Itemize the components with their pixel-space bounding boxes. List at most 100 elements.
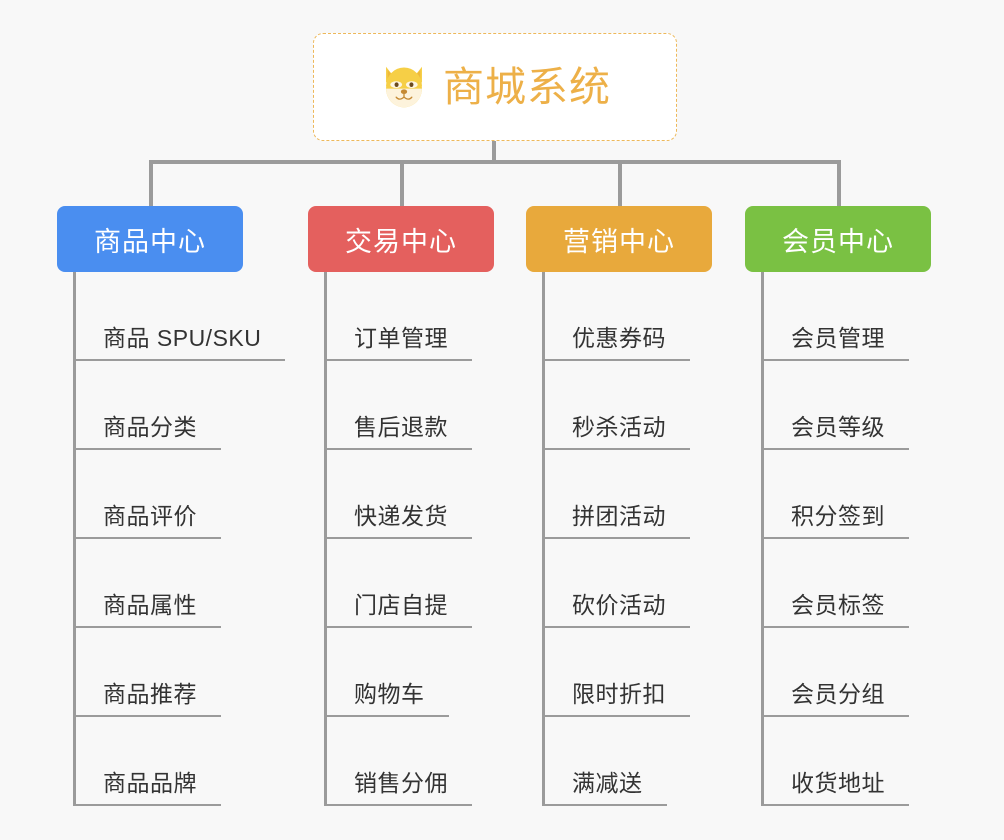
branch-header-label: 营销中心 [563, 226, 675, 257]
leaf-label: 商品推荐 [103, 681, 197, 707]
leaf-spine [73, 272, 76, 806]
leaf-item[interactable]: 商品属性 [57, 539, 243, 628]
leaf-label: 商品 SPU/SKU [103, 325, 262, 351]
branch-trade-center: 交易中心 订单管理 售后退款 快递发货 门店自提 购物车 销售分佣 [308, 206, 494, 806]
leaf-label: 快递发货 [354, 503, 448, 529]
leaf-item[interactable]: 收货地址 [745, 717, 931, 806]
leaf-label: 限时折扣 [572, 681, 666, 707]
leaf-label: 售后退款 [354, 414, 448, 440]
leaf-item[interactable]: 会员标签 [745, 539, 931, 628]
leaf-item[interactable]: 积分签到 [745, 450, 931, 539]
leaf-label: 积分签到 [791, 503, 885, 529]
leaf-item[interactable]: 商品品牌 [57, 717, 243, 806]
leaf-list-product-center: 商品 SPU/SKU 商品分类 商品评价 商品属性 商品推荐 商品品牌 [57, 272, 286, 806]
leaf-item[interactable]: 订单管理 [308, 272, 494, 361]
leaf-label: 收货地址 [791, 770, 885, 796]
leaf-underline: 售后退款 [324, 408, 472, 450]
leaf-underline: 商品推荐 [73, 675, 221, 717]
leaf-label: 销售分佣 [354, 770, 448, 796]
leaf-underline: 会员等级 [761, 408, 909, 450]
branch-header-marketing-center[interactable]: 营销中心 [526, 206, 712, 272]
branch-member-center: 会员中心 会员管理 会员等级 积分签到 会员标签 会员分组 收货地址 [745, 206, 931, 806]
leaf-underline: 积分签到 [761, 497, 909, 539]
leaf-label: 拼团活动 [572, 503, 666, 529]
branch-header-product-center[interactable]: 商品中心 [57, 206, 243, 272]
branch-header-member-center[interactable]: 会员中心 [745, 206, 931, 272]
leaf-label: 秒杀活动 [572, 414, 666, 440]
leaf-item[interactable]: 商品 SPU/SKU [57, 272, 286, 361]
leaf-underline: 秒杀活动 [542, 408, 690, 450]
leaf-spine [324, 272, 327, 806]
leaf-label: 商品评价 [103, 503, 197, 529]
branch-header-trade-center[interactable]: 交易中心 [308, 206, 494, 272]
leaf-underline: 收货地址 [761, 764, 909, 806]
branch-bus-connector [149, 160, 841, 164]
leaf-label: 优惠券码 [572, 325, 666, 351]
shiba-dog-face-icon [386, 66, 422, 108]
leaf-item[interactable]: 会员等级 [745, 361, 931, 450]
leaf-underline: 门店自提 [324, 586, 472, 628]
leaf-list-member-center: 会员管理 会员等级 积分签到 会员标签 会员分组 收货地址 [745, 272, 931, 806]
leaf-item[interactable]: 门店自提 [308, 539, 494, 628]
leaf-label: 购物车 [354, 681, 425, 707]
leaf-underline: 购物车 [324, 675, 449, 717]
leaf-list-trade-center: 订单管理 售后退款 快递发货 门店自提 购物车 销售分佣 [308, 272, 494, 806]
leaf-label: 会员等级 [791, 414, 885, 440]
root-node[interactable]: 商城系统 [313, 33, 677, 141]
branch-header-label: 商品中心 [94, 226, 206, 257]
branch-header-label: 会员中心 [782, 226, 894, 257]
leaf-underline: 会员标签 [761, 586, 909, 628]
leaf-label: 商品品牌 [103, 770, 197, 796]
leaf-spine [542, 272, 545, 806]
leaf-label: 商品分类 [103, 414, 197, 440]
leaf-underline: 会员管理 [761, 319, 909, 361]
leaf-item[interactable]: 会员分组 [745, 628, 931, 717]
leaf-underline: 商品品牌 [73, 764, 221, 806]
leaf-item[interactable]: 砍价活动 [526, 539, 712, 628]
leaf-label: 砍价活动 [572, 592, 666, 618]
leaf-item[interactable]: 拼团活动 [526, 450, 712, 539]
leaf-label: 会员管理 [791, 325, 885, 351]
leaf-underline: 订单管理 [324, 319, 472, 361]
leaf-underline: 商品 SPU/SKU [73, 319, 286, 361]
branch-marketing-center: 营销中心 优惠券码 秒杀活动 拼团活动 砍价活动 限时折扣 满减送 [526, 206, 712, 806]
leaf-item[interactable]: 限时折扣 [526, 628, 712, 717]
leaf-underline: 满减送 [542, 764, 667, 806]
leaf-item[interactable]: 秒杀活动 [526, 361, 712, 450]
branch-header-label: 交易中心 [345, 226, 457, 257]
leaf-item[interactable]: 销售分佣 [308, 717, 494, 806]
leaf-underline: 优惠券码 [542, 319, 690, 361]
trunk-connector [492, 141, 496, 164]
leaf-item[interactable]: 购物车 [308, 628, 494, 717]
root-label: 商城系统 [443, 63, 611, 110]
bus-drop-4 [837, 160, 841, 208]
leaf-item[interactable]: 优惠券码 [526, 272, 712, 361]
leaf-item[interactable]: 商品推荐 [57, 628, 243, 717]
leaf-underline: 销售分佣 [324, 764, 472, 806]
branch-product-center: 商品中心 商品 SPU/SKU 商品分类 商品评价 商品属性 商品推荐 商品品牌 [57, 206, 286, 806]
bus-drop-3 [618, 160, 622, 208]
leaf-spine [761, 272, 764, 806]
bus-drop-2 [400, 160, 404, 208]
leaf-item[interactable]: 商品评价 [57, 450, 243, 539]
leaf-underline: 砍价活动 [542, 586, 690, 628]
leaf-underline: 商品分类 [73, 408, 221, 450]
leaf-item[interactable]: 会员管理 [745, 272, 931, 361]
leaf-label: 会员标签 [791, 592, 885, 618]
leaf-list-marketing-center: 优惠券码 秒杀活动 拼团活动 砍价活动 限时折扣 满减送 [526, 272, 712, 806]
leaf-item[interactable]: 快递发货 [308, 450, 494, 539]
leaf-underline: 快递发货 [324, 497, 472, 539]
leaf-label: 订单管理 [354, 325, 448, 351]
leaf-item[interactable]: 满减送 [526, 717, 712, 806]
leaf-item[interactable]: 商品分类 [57, 361, 243, 450]
leaf-underline: 限时折扣 [542, 675, 690, 717]
bus-drop-1 [149, 160, 153, 208]
leaf-underline: 拼团活动 [542, 497, 690, 539]
leaf-item[interactable]: 售后退款 [308, 361, 494, 450]
leaf-underline: 会员分组 [761, 675, 909, 717]
leaf-label: 满减送 [572, 770, 643, 796]
leaf-underline: 商品属性 [73, 586, 221, 628]
leaf-label: 门店自提 [354, 592, 448, 618]
leaf-underline: 商品评价 [73, 497, 221, 539]
